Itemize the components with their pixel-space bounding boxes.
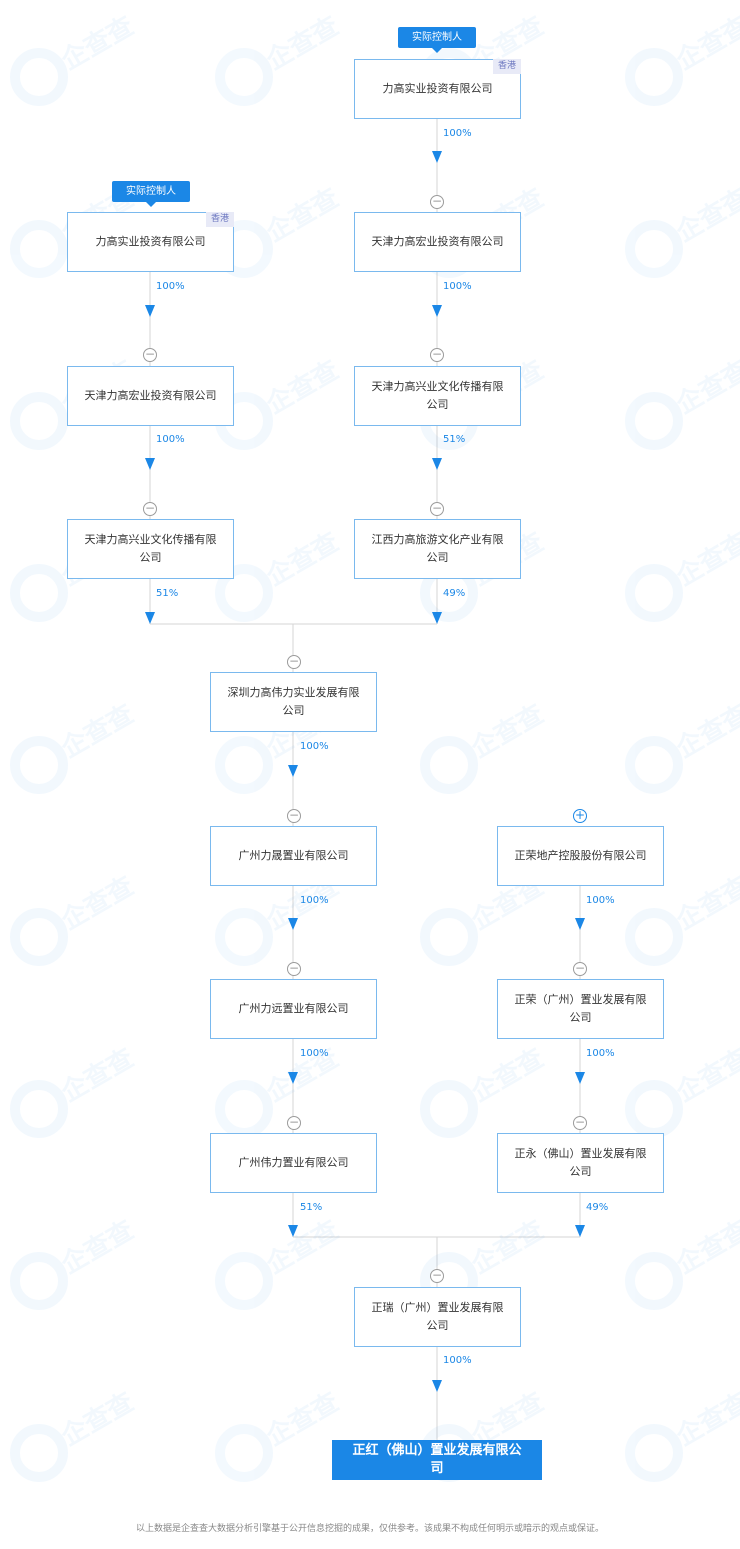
company-node-n1[interactable]: 力高实业投资有限公司 香港 bbox=[354, 59, 521, 119]
company-name: 天津力高兴业文化传播有限公司 bbox=[84, 533, 217, 564]
share-percent: 100% bbox=[156, 281, 185, 292]
region-tag: 香港 bbox=[492, 59, 521, 74]
company-node-s[interactable]: 深圳力高伟力实业发展有限公司 bbox=[210, 672, 377, 732]
company-name: 广州伟力置业有限公司 bbox=[238, 1156, 349, 1169]
actual-controller-badge: 实际控制人 bbox=[398, 27, 476, 53]
arrow-icon bbox=[145, 612, 155, 624]
company-name: 深圳力高伟力实业发展有限公司 bbox=[227, 686, 360, 717]
share-percent: 51% bbox=[443, 434, 466, 445]
company-name: 广州力远置业有限公司 bbox=[238, 1002, 349, 1015]
arrow-icon bbox=[288, 1225, 298, 1237]
expand-toggle-icon[interactable]: + bbox=[573, 808, 587, 823]
arrow-icon bbox=[575, 1072, 585, 1084]
arrow-icon bbox=[575, 918, 585, 930]
company-name: 广州力晟置业有限公司 bbox=[238, 849, 349, 862]
company-node-n3[interactable]: 天津力高兴业文化传播有限公司 bbox=[354, 366, 521, 426]
share-percent: 100% bbox=[156, 434, 185, 445]
collapse-toggle-icon[interactable]: − bbox=[287, 1115, 301, 1130]
company-name: 正瑞（广州）置业发展有限公司 bbox=[371, 1301, 504, 1332]
collapse-toggle-icon[interactable]: − bbox=[430, 194, 444, 209]
arrow-icon bbox=[432, 1380, 442, 1392]
company-name: 正永（佛山）置业发展有限公司 bbox=[514, 1147, 647, 1178]
company-node-z1[interactable]: 正荣地产控股股份有限公司 bbox=[497, 826, 664, 886]
arrow-icon bbox=[145, 458, 155, 470]
disclaimer-footer: 以上数据是企查查大数据分析引擎基于公开信息挖掘的成果，仅供参考。该成果不构成任何… bbox=[135, 1524, 604, 1534]
arrow-icon bbox=[432, 612, 442, 624]
share-percent: 100% bbox=[443, 1355, 472, 1366]
company-node-g3[interactable]: 广州伟力置业有限公司 bbox=[210, 1133, 377, 1193]
share-percent: 100% bbox=[586, 895, 615, 906]
company-node-m3[interactable]: 天津力高兴业文化传播有限公司 bbox=[67, 519, 234, 579]
collapse-toggle-icon[interactable]: − bbox=[573, 961, 587, 976]
arrow-icon bbox=[288, 1072, 298, 1084]
share-percent: 100% bbox=[443, 281, 472, 292]
share-percent: 51% bbox=[156, 588, 179, 599]
collapse-toggle-icon[interactable]: − bbox=[143, 347, 157, 362]
arrow-icon bbox=[432, 151, 442, 163]
collapse-toggle-icon[interactable]: − bbox=[287, 808, 301, 823]
arrow-icon bbox=[432, 305, 442, 317]
company-node-z2[interactable]: 正荣（广州）置业发展有限公司 bbox=[497, 979, 664, 1039]
company-node-n4[interactable]: 江西力高旅游文化产业有限公司 bbox=[354, 519, 521, 579]
arrow-icon bbox=[288, 765, 298, 777]
share-percent: 100% bbox=[443, 128, 472, 139]
share-percent: 100% bbox=[300, 741, 329, 752]
region-tag: 香港 bbox=[205, 212, 234, 227]
share-percent: 100% bbox=[300, 895, 329, 906]
company-name: 正荣（广州）置业发展有限公司 bbox=[514, 993, 647, 1024]
company-node-g2[interactable]: 广州力远置业有限公司 bbox=[210, 979, 377, 1039]
arrow-icon bbox=[432, 458, 442, 470]
share-percent: 100% bbox=[300, 1048, 329, 1059]
company-name: 力高实业投资有限公司 bbox=[95, 235, 206, 248]
arrow-icon bbox=[575, 1225, 585, 1237]
target-company-node[interactable]: 正红（佛山）置业发展有限公司 bbox=[332, 1440, 542, 1480]
collapse-toggle-icon[interactable]: − bbox=[143, 501, 157, 516]
collapse-toggle-icon[interactable]: − bbox=[573, 1115, 587, 1130]
company-name: 正荣地产控股股份有限公司 bbox=[514, 849, 647, 862]
company-name: 天津力高兴业文化传播有限公司 bbox=[371, 380, 504, 411]
arrow-icon bbox=[288, 918, 298, 930]
company-node-zr[interactable]: 正瑞（广州）置业发展有限公司 bbox=[354, 1287, 521, 1347]
actual-controller-badge: 实际控制人 bbox=[112, 181, 190, 207]
company-node-g1[interactable]: 广州力晟置业有限公司 bbox=[210, 826, 377, 886]
company-name: 江西力高旅游文化产业有限公司 bbox=[371, 533, 504, 564]
company-name: 力高实业投资有限公司 bbox=[382, 82, 493, 95]
collapse-toggle-icon[interactable]: − bbox=[287, 961, 301, 976]
company-name: 正红（佛山）置业发展有限公司 bbox=[352, 1443, 522, 1476]
share-percent: 100% bbox=[586, 1048, 615, 1059]
collapse-toggle-icon[interactable]: − bbox=[287, 654, 301, 669]
company-node-z3[interactable]: 正永（佛山）置业发展有限公司 bbox=[497, 1133, 664, 1193]
arrow-icon bbox=[145, 305, 155, 317]
company-name: 天津力高宏业投资有限公司 bbox=[84, 389, 217, 402]
collapse-toggle-icon[interactable]: − bbox=[430, 347, 444, 362]
share-percent: 49% bbox=[443, 588, 466, 599]
company-node-m1[interactable]: 力高实业投资有限公司 香港 bbox=[67, 212, 234, 272]
share-percent: 49% bbox=[586, 1202, 609, 1213]
company-name: 天津力高宏业投资有限公司 bbox=[371, 235, 504, 248]
company-node-n2[interactable]: 天津力高宏业投资有限公司 bbox=[354, 212, 521, 272]
collapse-toggle-icon[interactable]: − bbox=[430, 501, 444, 516]
share-percent: 51% bbox=[300, 1202, 323, 1213]
collapse-toggle-icon[interactable]: − bbox=[430, 1268, 444, 1283]
company-node-m2[interactable]: 天津力高宏业投资有限公司 bbox=[67, 366, 234, 426]
